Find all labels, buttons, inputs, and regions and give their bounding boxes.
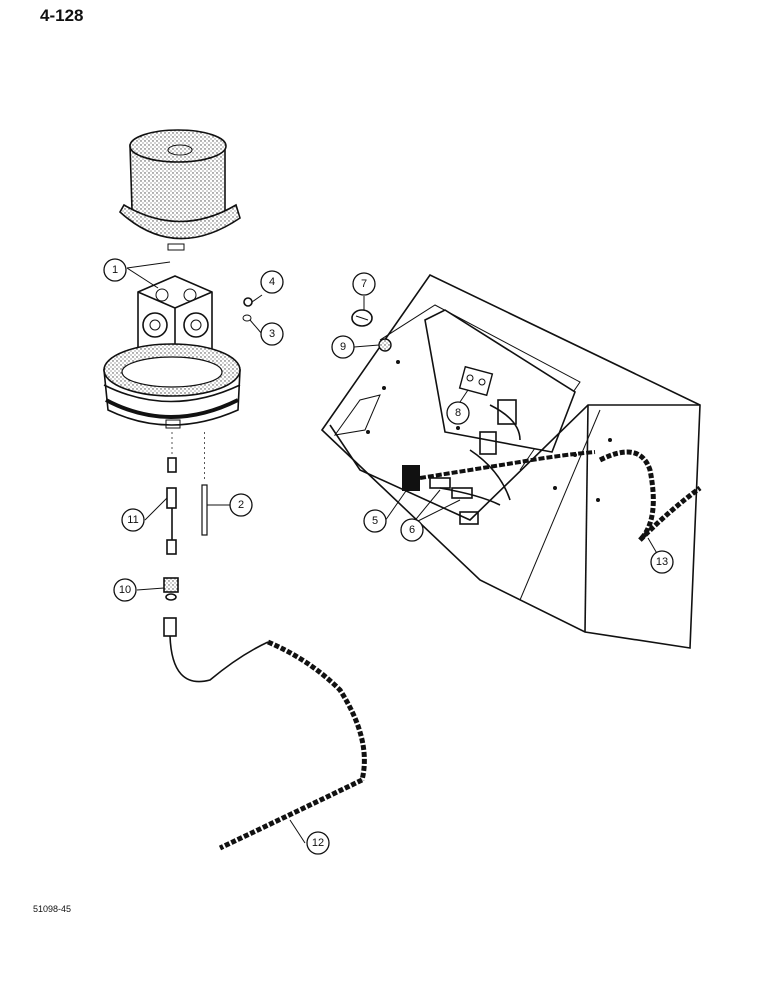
callout-4: 4 bbox=[260, 270, 284, 294]
callout-1: 1 bbox=[103, 258, 127, 282]
callout-9: 9 bbox=[331, 335, 355, 359]
callout-11: 11 bbox=[121, 508, 145, 532]
callout-10: 10 bbox=[113, 578, 137, 602]
svg-text:3: 3 bbox=[269, 328, 275, 340]
grommet bbox=[163, 577, 179, 601]
svg-text:12: 12 bbox=[312, 837, 324, 849]
svg-text:5: 5 bbox=[372, 515, 378, 527]
console-housing bbox=[320, 273, 701, 649]
callout-12: 12 bbox=[306, 831, 330, 855]
svg-text:7: 7 bbox=[361, 278, 367, 290]
beacon-lens bbox=[118, 129, 241, 251]
callout-2: 2 bbox=[229, 493, 253, 517]
callout-3: 3 bbox=[260, 322, 284, 346]
svg-text:9: 9 bbox=[340, 341, 346, 353]
callout-8: 8 bbox=[446, 401, 470, 425]
svg-text:1: 1 bbox=[112, 264, 118, 276]
mounting-nut bbox=[378, 338, 392, 352]
mounting-bolt bbox=[201, 432, 208, 536]
svg-text:4: 4 bbox=[269, 276, 275, 288]
figure-code: 51098-45 bbox=[33, 904, 72, 914]
callout-13: 13 bbox=[650, 550, 674, 574]
svg-text:8: 8 bbox=[455, 407, 461, 419]
svg-text:2: 2 bbox=[238, 499, 244, 511]
connector-lead bbox=[166, 432, 177, 555]
nut bbox=[243, 297, 253, 307]
washer bbox=[242, 314, 252, 322]
flasher-unit bbox=[458, 365, 494, 397]
page-number: 4-128 bbox=[40, 6, 84, 25]
svg-text:11: 11 bbox=[127, 514, 138, 526]
beacon-base bbox=[103, 343, 241, 429]
svg-text:6: 6 bbox=[409, 524, 415, 536]
callout-5: 5 bbox=[363, 509, 387, 533]
callout-7: 7 bbox=[352, 272, 376, 296]
beacon-harness bbox=[163, 617, 367, 851]
svg-text:10: 10 bbox=[119, 584, 131, 596]
screw bbox=[351, 309, 373, 327]
callout-6: 6 bbox=[400, 518, 424, 542]
leader-lines bbox=[126, 261, 663, 844]
console-harness bbox=[598, 449, 702, 542]
svg-text:13: 13 bbox=[656, 556, 668, 568]
